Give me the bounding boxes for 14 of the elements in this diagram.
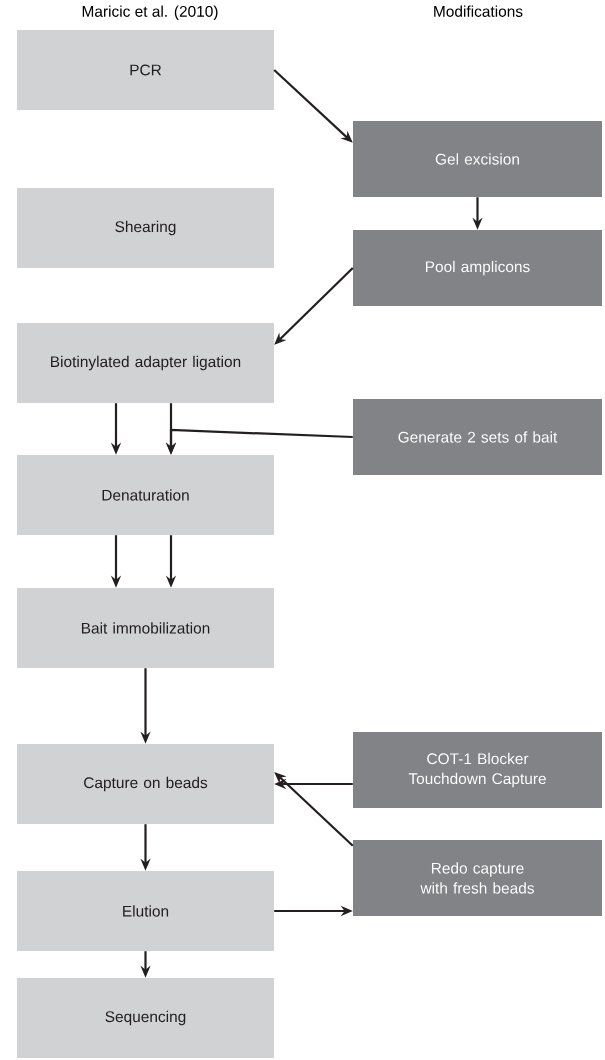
modification-box: Gel excision [353,121,602,197]
process-box: Shearing [17,188,274,268]
process-box: Biotinylated adapter ligation [17,323,274,403]
process-box: PCR [17,30,274,110]
process-box: Elution [17,871,274,951]
process-box: Denaturation [17,455,274,535]
modification-box: Generate 2 sets of bait [353,399,602,475]
column-heading: Modifications [434,5,523,17]
process-box: Capture on beads [17,744,274,824]
modification-box: Pool amplicons [353,230,602,306]
modification-box: COT-1 Blocker Touchdown Capture [353,732,602,808]
modification-box: Redo capture with fresh beads [353,840,602,916]
process-box: Bait immobilization [17,588,274,668]
process-box: Sequencing [17,978,274,1058]
